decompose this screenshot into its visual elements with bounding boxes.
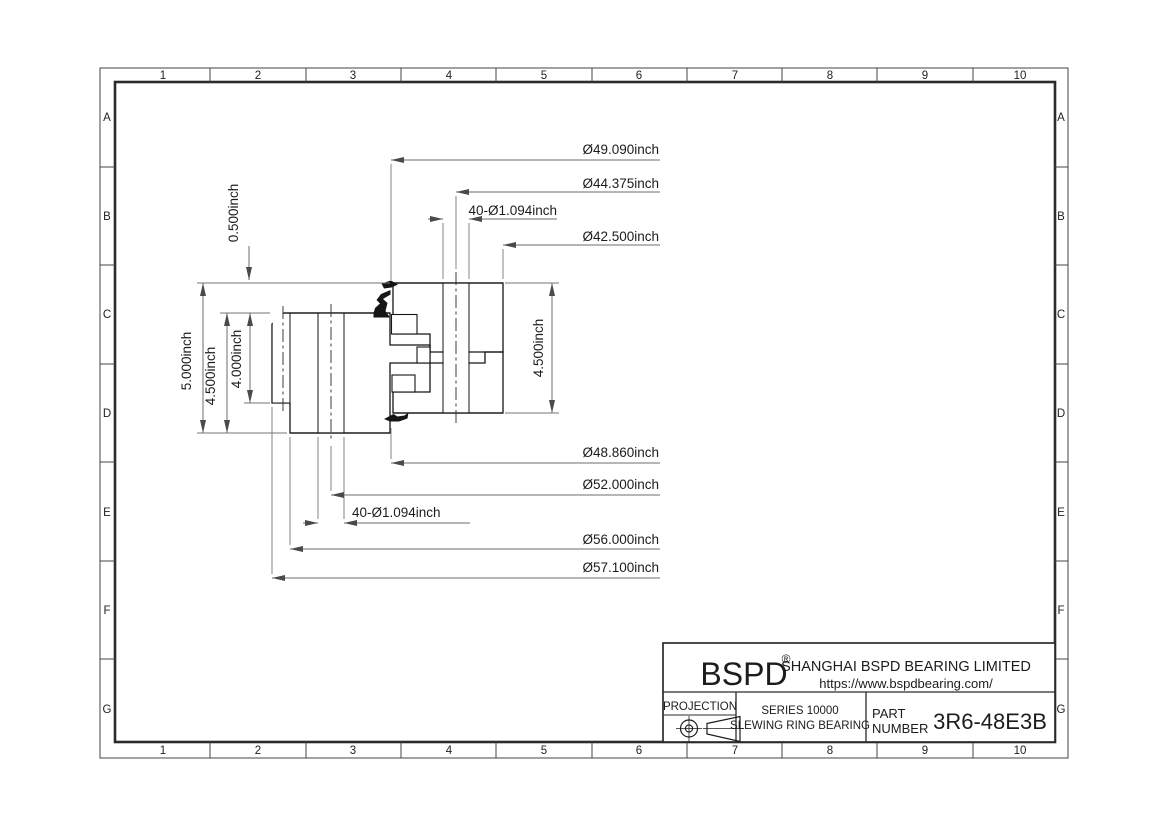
dim-label: 4.000inch — [229, 330, 244, 389]
dim-label: Ø48.860inch — [582, 445, 659, 460]
grid-labels: 1 2 3 4 5 6 7 8 9 10 1 2 3 4 5 6 7 8 9 1… — [103, 70, 1066, 757]
grid-column-label: 7 — [732, 745, 738, 757]
dim-seal-od-top: Ø49.090inch — [391, 142, 660, 163]
grid-column-label: 8 — [827, 745, 833, 757]
grid-row-label: G — [1057, 704, 1066, 716]
dim-gear-face-height: 4.000inch — [229, 313, 253, 403]
dim-label: 0.500inch — [226, 184, 241, 243]
dim-label: Ø44.375inch — [582, 176, 659, 191]
dim-outside-diameter: Ø57.100inch — [272, 560, 660, 581]
grid-column-label: 6 — [636, 745, 642, 757]
grid-column-label: 9 — [922, 70, 928, 82]
grid-column-label: 7 — [732, 70, 738, 82]
grid-row-label: B — [1057, 211, 1065, 223]
title-block: BSPD ® SHANGHAI BSPD BEARING LIMITED htt… — [662, 642, 1056, 743]
part-number-label-line1: PART — [872, 706, 906, 721]
grid-column-label: 1 — [160, 745, 166, 757]
top-seal-lip — [373, 290, 391, 318]
dim-label: 4.500inch — [531, 319, 546, 378]
dimensions: Ø49.090inch Ø44.375inch 40-Ø1.094inch Ø4… — [179, 142, 660, 581]
grid-column-label: 10 — [1014, 70, 1027, 82]
series-line2: SLEWING RING BEARING — [730, 720, 870, 732]
company-logo: BSPD — [700, 656, 787, 692]
grid-row-label: B — [103, 211, 111, 223]
dim-inner-step-diameter: Ø56.000inch — [290, 532, 660, 552]
dim-label: Ø57.100inch — [582, 560, 659, 575]
registered-trademark: ® — [782, 652, 791, 666]
grid-column-label: 9 — [922, 745, 928, 757]
part-number-label-line2: NUMBER — [872, 721, 928, 736]
grid-column-label: 2 — [255, 70, 261, 82]
grid-column-label: 6 — [636, 70, 642, 82]
grid-column-label: 5 — [541, 70, 547, 82]
dim-label: 40-Ø1.094inch — [352, 505, 441, 520]
lower-roller — [391, 374, 416, 393]
bottom-seal — [384, 412, 409, 422]
sheet-frame — [99, 67, 1069, 759]
inner-ring-section — [271, 312, 431, 434]
dim-outer-bolt-circle: Ø44.375inch — [456, 176, 660, 195]
dim-label: 40-Ø1.094inch — [468, 203, 557, 218]
dim-label: 4.500inch — [203, 347, 218, 406]
grid-row-label: C — [1057, 309, 1065, 321]
dim-overall-height: 5.000inch — [179, 283, 206, 433]
grid-row-label: E — [103, 507, 111, 519]
dim-inner-holes: 40-Ø1.094inch — [303, 505, 470, 526]
grid-column-label: 10 — [1014, 745, 1027, 757]
part-number-value: 3R6-48E3B — [933, 709, 1047, 734]
grid-column-label: 3 — [350, 70, 356, 82]
dim-seal-od-bottom: Ø48.860inch — [391, 445, 660, 466]
company-name: SHANGHAI BSPD BEARING LIMITED — [781, 659, 1031, 675]
grid-row-label: A — [103, 112, 111, 124]
radial-roller — [416, 346, 431, 364]
dim-label: Ø42.500inch — [582, 229, 659, 244]
grid-column-label: 2 — [255, 745, 261, 757]
dim-outer-ring-height: 4.500inch — [531, 283, 555, 413]
projection-label: PROJECTION — [663, 701, 737, 713]
first-angle-projection-icon — [676, 715, 744, 743]
bearing-cross-section — [271, 272, 504, 442]
grid-column-label: 3 — [350, 745, 356, 757]
grid-row-label: G — [103, 704, 112, 716]
grid-column-label: 5 — [541, 745, 547, 757]
company-website: https://www.bspdbearing.com/ — [819, 676, 993, 691]
gear-tooth-zone — [272, 313, 290, 403]
grid-column-label: 4 — [446, 70, 453, 82]
grid-row-label: D — [1057, 408, 1065, 420]
dim-outer-holes: 40-Ø1.094inch — [428, 203, 557, 222]
upper-roller — [390, 313, 418, 335]
grid-row-label: F — [1057, 605, 1064, 617]
dim-inner-bolt-circle: Ø52.000inch — [331, 477, 660, 498]
grid-column-label: 8 — [827, 70, 833, 82]
dim-outer-bore: Ø42.500inch — [503, 229, 660, 248]
dim-label: Ø49.090inch — [582, 142, 659, 157]
grid-row-label: F — [103, 605, 110, 617]
dim-label: Ø52.000inch — [582, 477, 659, 492]
grid-row-label: D — [103, 408, 111, 420]
grid-row-label: C — [103, 309, 111, 321]
dim-top-offset: 0.500inch — [226, 184, 252, 280]
grid-row-label: E — [1057, 507, 1065, 519]
centerlines — [282, 272, 457, 442]
extension-lines — [197, 164, 559, 574]
top-seal — [381, 280, 398, 289]
grid-row-label: A — [1057, 112, 1065, 124]
dim-inner-ring-height: 4.500inch — [203, 313, 230, 433]
dim-label: Ø56.000inch — [582, 532, 659, 547]
grid-column-label: 4 — [446, 745, 453, 757]
grid-column-label: 1 — [160, 70, 166, 82]
series-line1: SERIES 10000 — [761, 705, 838, 717]
dim-label: 5.000inch — [179, 332, 194, 391]
